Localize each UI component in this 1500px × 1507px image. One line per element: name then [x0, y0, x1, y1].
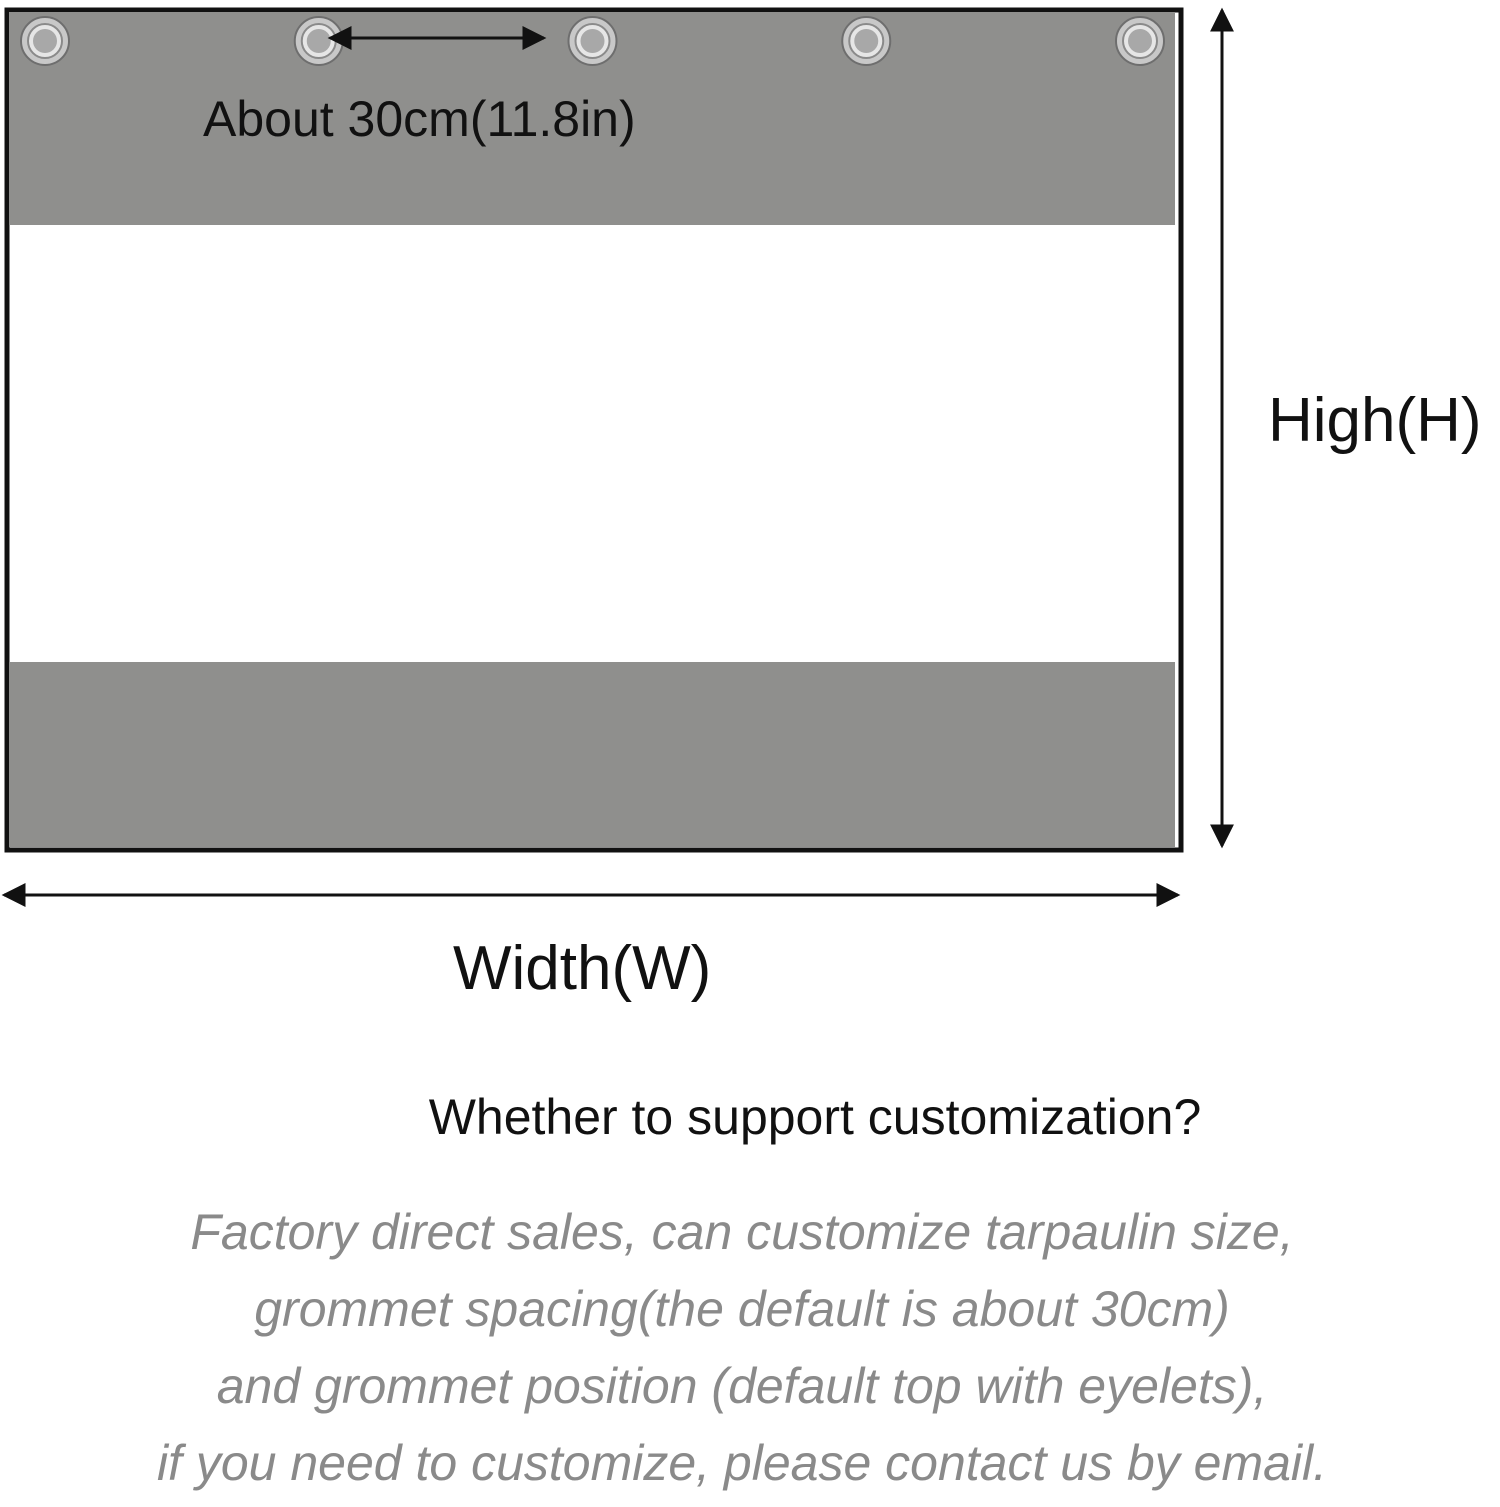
bottom-band [9, 662, 1175, 847]
note-line: if you need to customize, please contact… [156, 1435, 1328, 1491]
note-line: Factory direct sales, can customize tarp… [190, 1204, 1294, 1260]
grommet-spacing-label: About 30cm(11.8in) [203, 91, 636, 147]
grommet-icon [293, 16, 344, 66]
grommet-icon [1115, 16, 1165, 66]
width-label: Width(W) [453, 934, 712, 1003]
height-label: High(H) [1268, 386, 1482, 455]
grommet-icon [841, 16, 892, 66]
note-line: and grommet position (default top with e… [216, 1358, 1268, 1414]
customization-notes: Factory direct sales, can customize tarp… [0, 1199, 1484, 1507]
note-line: grommet spacing(the default is about 30c… [254, 1281, 1230, 1337]
customization-question: Whether to support customization? [428, 1089, 1202, 1145]
grommet-icon [567, 16, 618, 66]
tarp-diagram [1, 7, 1234, 907]
grommet-icon [20, 16, 70, 66]
grommet-row [20, 16, 1165, 66]
